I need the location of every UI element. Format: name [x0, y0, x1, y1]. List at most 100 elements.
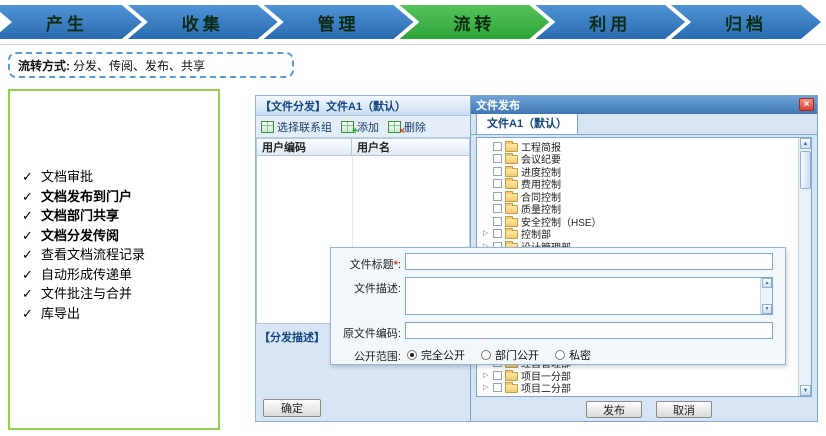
feature-item: ✓ 文档发布到门户	[22, 187, 214, 207]
textarea-scrollbar[interactable]: ▲ ▼	[760, 278, 772, 314]
feature-item-label: 文件批注与合并	[41, 286, 133, 301]
expand-icon[interactable]: ▷	[483, 384, 489, 392]
checkbox[interactable]	[493, 141, 502, 151]
check-icon: ✓	[22, 188, 33, 204]
folder-icon	[505, 369, 518, 381]
required-mark: *	[393, 259, 398, 271]
column-header-user-name[interactable]: 用户名	[352, 138, 470, 156]
radio-option[interactable]: 部门公开	[481, 347, 539, 363]
tree-row[interactable]: ▷ 工程简报	[479, 140, 795, 154]
scroll-down-icon[interactable]: ▼	[762, 304, 772, 314]
feature-item-label: 文档分发传阅	[41, 227, 120, 243]
tree-row-label: 项目一分部	[521, 371, 571, 383]
expand-icon[interactable]: ▷	[483, 243, 490, 250]
tree-row[interactable]: ▷ 进度控制	[479, 165, 795, 179]
publish-button[interactable]: 发布	[586, 401, 642, 418]
vertical-scrollbar[interactable]: ▲ ▼	[798, 138, 811, 396]
tree-row[interactable]: ▷ 费用控制	[479, 178, 795, 191]
public-scope-label: 公开范围:	[353, 351, 401, 363]
checkbox[interactable]	[493, 216, 502, 226]
folder-icon	[505, 178, 518, 190]
checkbox[interactable]	[493, 166, 502, 176]
feature-item-label: 文档部门共享	[41, 208, 120, 223]
process-stage[interactable]: 管理	[264, 5, 414, 39]
feature-item: ✓ 库导出	[22, 304, 214, 324]
user-table-header: 用户编码 用户名	[256, 138, 470, 156]
select-contact-group-button[interactable]: 选择联系组	[259, 118, 334, 136]
tree-row[interactable]: ▷ 项目二分部	[479, 382, 795, 395]
scroll-down-icon[interactable]: ▼	[800, 385, 811, 396]
tree-row[interactable]: ▷ 合同控制	[479, 190, 795, 204]
cancel-button[interactable]: 取消	[656, 401, 712, 418]
feature-item: ✓ 文档审批	[22, 167, 214, 187]
original-file-code-input[interactable]	[405, 322, 773, 339]
process-stage[interactable]: 归档	[671, 5, 821, 39]
feature-item-label: 文档审批	[41, 169, 94, 184]
process-flow: 产生 收集 管理 流转 利用 归档	[6, 5, 821, 39]
feature-item: ✓ 查看文档流程记录	[22, 245, 214, 265]
check-icon: ✓	[22, 266, 33, 282]
publish-tab-strip: 文件A1（默认）	[471, 112, 817, 135]
feature-item: ✓ 自动形成传递单	[22, 265, 214, 285]
contact-group-icon	[261, 120, 274, 133]
check-icon: ✓	[22, 247, 33, 262]
tree-row[interactable]: ▷ 质量控制	[479, 203, 795, 216]
scrollbar-thumb[interactable]	[800, 151, 811, 189]
ok-button[interactable]: 确定	[263, 399, 321, 417]
delete-user-button[interactable]: × 删除	[386, 118, 428, 136]
process-stage-label: 归档	[725, 14, 768, 34]
method-note-text: 分发、传阅、发布、共享	[73, 58, 206, 73]
file-title-input[interactable]	[405, 253, 773, 270]
add-user-button[interactable]: + 添加	[339, 118, 381, 136]
tree-row[interactable]: ▷ 安全控制（HSE）	[479, 215, 795, 229]
checkbox[interactable]	[493, 370, 502, 380]
tree-row[interactable]: ▷ 项目一分部	[479, 369, 795, 383]
checkbox[interactable]	[493, 154, 502, 164]
checkbox[interactable]	[493, 191, 502, 201]
checkbox[interactable]	[493, 229, 502, 239]
folder-icon	[505, 153, 518, 165]
check-icon: ✓	[22, 169, 33, 184]
radio-icon	[407, 350, 417, 360]
feature-item-label: 查看文档流程记录	[41, 247, 146, 262]
tree-row-label: 项目二分部	[521, 384, 571, 396]
radio-label: 私密	[569, 350, 591, 362]
tree-row[interactable]: ▷ 控制部	[479, 228, 795, 241]
delete-user-label: 删除	[404, 121, 426, 134]
close-icon[interactable]: ×	[799, 98, 814, 111]
tab-file-a1[interactable]: 文件A1（默认）	[476, 112, 579, 134]
add-icon: +	[341, 120, 358, 136]
process-stage[interactable]: 利用	[535, 5, 685, 39]
radio-option[interactable]: 私密	[555, 347, 591, 363]
tree-row-label: 控制部	[521, 230, 551, 242]
publish-panel-titlebar: 文件发布 ×	[471, 96, 817, 114]
file-title-label: 文件标题*:	[349, 259, 401, 271]
feature-item: ✓ 文件批注与合并	[22, 284, 214, 304]
publish-panel-title: 文件发布	[476, 100, 520, 112]
process-stage[interactable]: 产生	[0, 5, 142, 39]
folder-icon	[505, 203, 518, 215]
scroll-up-icon[interactable]: ▲	[762, 278, 772, 288]
tree-row-label: 费用控制	[521, 180, 561, 192]
feature-item-label: 自动形成传递单	[41, 266, 133, 282]
tree-row-label: 安全控制（HSE）	[521, 217, 602, 229]
expand-icon[interactable]: ▷	[483, 371, 489, 379]
check-icon: ✓	[22, 305, 33, 321]
process-stage-label: 利用	[589, 14, 632, 34]
feature-item-label: 文档发布到门户	[41, 188, 133, 204]
checkbox[interactable]	[493, 383, 502, 393]
tree-row[interactable]: ▷ 会议纪要	[479, 153, 795, 166]
checkbox[interactable]	[493, 204, 502, 214]
checkbox[interactable]	[493, 179, 502, 189]
public-scope-radio-group: 完全公开 部门公开 私密	[407, 345, 607, 363]
radio-option[interactable]: 完全公开	[407, 347, 465, 363]
scroll-up-icon[interactable]: ▲	[800, 138, 811, 149]
folder-icon	[505, 190, 518, 202]
column-header-user-code[interactable]: 用户编码	[256, 138, 352, 156]
tree-top-group: ▷ 工程简报 ▷ 会议纪要 ▷	[479, 140, 795, 254]
expand-icon[interactable]: ▷	[483, 230, 489, 238]
process-stage-label: 流转	[453, 14, 496, 34]
process-stage[interactable]: 流转	[399, 5, 549, 39]
file-description-textarea[interactable]: ▲ ▼	[405, 277, 773, 315]
process-stage[interactable]: 收集	[128, 5, 278, 39]
